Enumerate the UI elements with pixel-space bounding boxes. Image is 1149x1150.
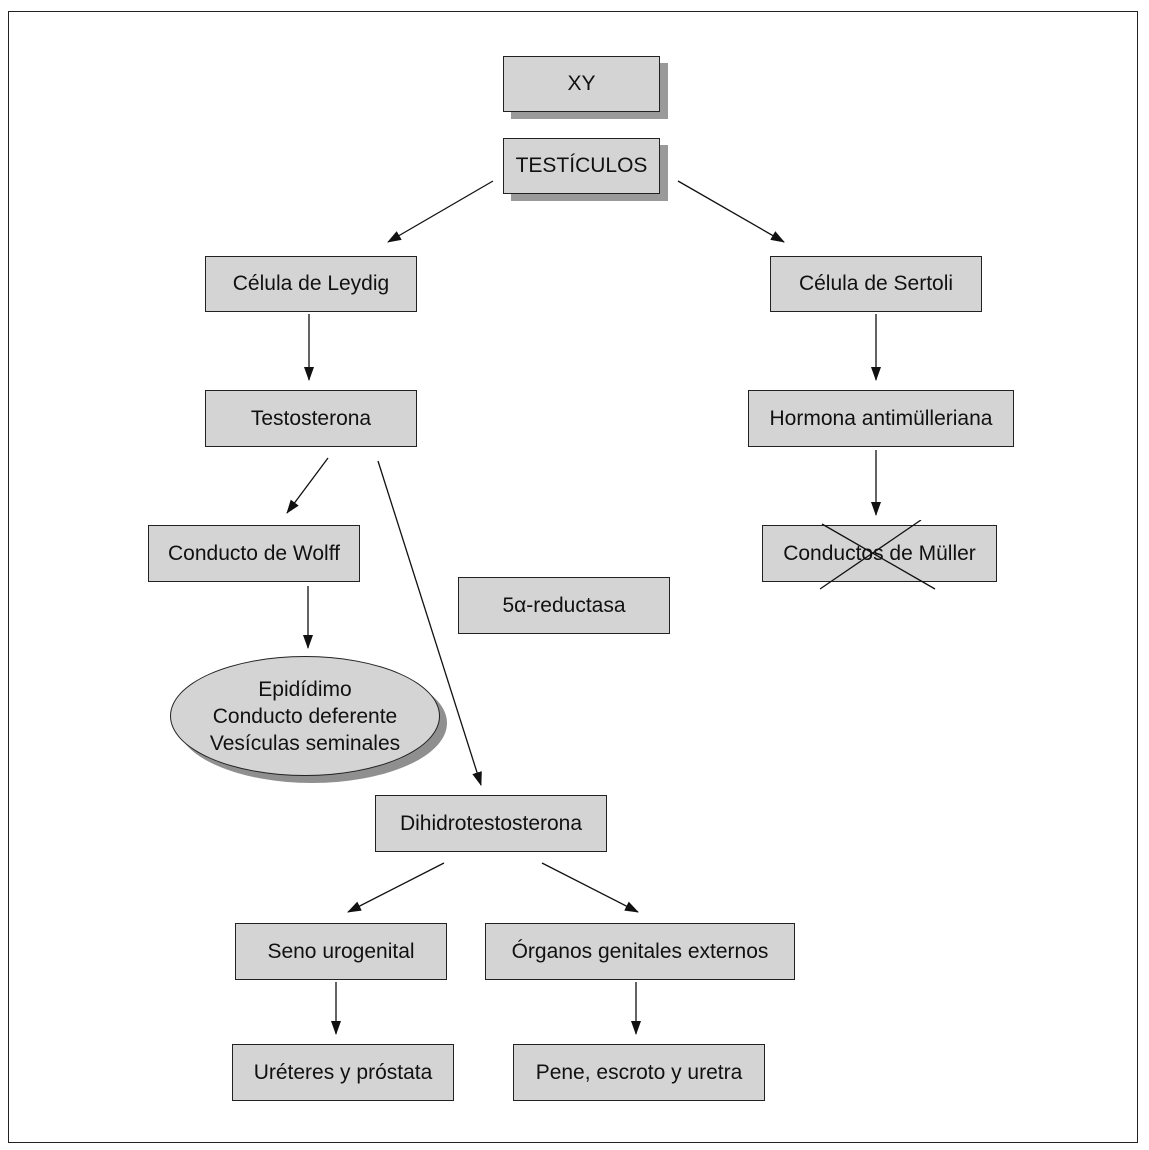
- node-reductasa: 5α-reductasa: [458, 577, 670, 634]
- epididimo-line-3: Vesículas seminales: [209, 731, 401, 755]
- node-organos: Órganos genitales externos: [485, 923, 795, 980]
- node-dht: Dihidrotestosterona: [375, 795, 607, 852]
- crossed-out-icon: [820, 520, 936, 590]
- epididimo-line-2: Conducto deferente: [212, 704, 398, 728]
- edge-dht-organos: [541, 862, 639, 913]
- edge-dht-seno: [347, 862, 445, 913]
- edge-testiculos-leydig: [387, 180, 494, 243]
- node-xy: XY: [503, 56, 660, 112]
- epididimo-line-1: Epidídimo: [258, 677, 352, 701]
- node-muller: Conductos de Müller: [762, 525, 997, 582]
- node-epididimo: Epidídimo Conducto deferente Vesículas s…: [170, 656, 440, 776]
- node-leydig: Célula de Leydig: [205, 256, 417, 312]
- diagram-frame: [8, 11, 1138, 1143]
- node-ureteres: Uréteres y próstata: [232, 1044, 454, 1101]
- edge-testosterona-dht: [377, 460, 482, 786]
- node-amh: Hormona antimülleriana: [748, 390, 1014, 447]
- node-pene: Pene, escroto y uretra: [513, 1044, 765, 1101]
- edge-testiculos-sertoli: [677, 180, 785, 243]
- node-testiculos: TESTÍCULOS: [503, 138, 660, 194]
- node-testosterona: Testosterona: [205, 390, 417, 447]
- edge-testosterona-wolff: [286, 457, 329, 514]
- node-seno: Seno urogenital: [235, 923, 447, 980]
- node-wolff: Conducto de Wolff: [148, 525, 360, 582]
- node-sertoli: Célula de Sertoli: [770, 256, 982, 312]
